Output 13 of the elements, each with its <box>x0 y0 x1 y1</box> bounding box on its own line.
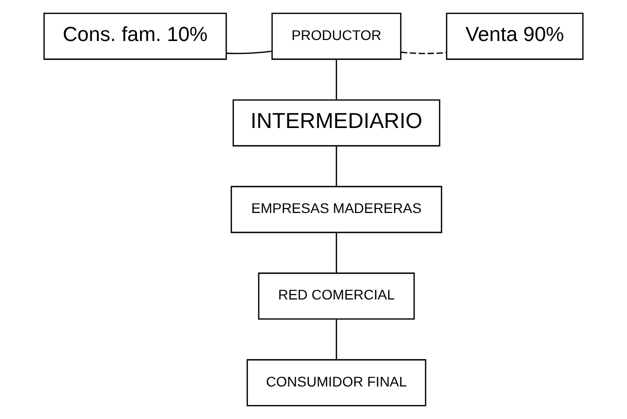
connector <box>336 60 338 100</box>
node-box: Venta 90% <box>446 12 584 60</box>
connector <box>336 232 338 273</box>
node-box: Cons. fam. 10% <box>43 12 227 60</box>
node-box: RED COMERCIAL <box>258 272 415 320</box>
node-box: PRODUCTOR <box>271 12 402 60</box>
node-box: CONSUMIDOR FINAL <box>246 359 426 406</box>
connector <box>400 52 446 54</box>
connector <box>336 146 338 186</box>
node-box: INTERMEDIARIO <box>232 99 440 146</box>
connector <box>226 50 272 54</box>
node-box: EMPRESAS MADERERAS <box>230 186 442 234</box>
connector <box>336 319 338 360</box>
